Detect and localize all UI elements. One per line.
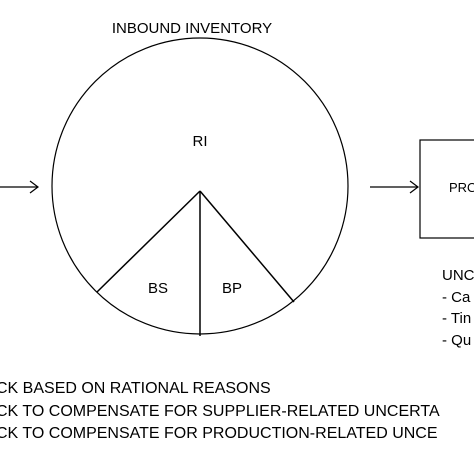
process-box-label: PRO xyxy=(449,180,474,195)
uncertainty-item: - Tin xyxy=(442,310,471,327)
legend-item: CK BASED ON RATIONAL REASONS xyxy=(0,380,271,397)
bp-label: BP xyxy=(222,280,242,297)
wedge-left-line xyxy=(96,190,201,293)
legend-item: CK TO COMPENSATE FOR SUPPLIER-RELATED UN… xyxy=(0,403,440,420)
uncertainty-item: - Ca xyxy=(442,289,471,306)
uncertainty-heading: UNC xyxy=(442,267,474,284)
wedge-right-line xyxy=(199,190,295,303)
diagram-title: INBOUND INVENTORY xyxy=(112,20,272,37)
outgoing-arrow xyxy=(370,180,419,194)
legend-item: CK TO COMPENSATE FOR PRODUCTION-RELATED … xyxy=(0,425,438,442)
incoming-arrow xyxy=(0,180,39,194)
bs-label: BS xyxy=(148,280,168,297)
ri-label: RI xyxy=(193,133,208,150)
process-box xyxy=(419,139,474,239)
uncertainty-item: - Qu xyxy=(442,332,471,349)
